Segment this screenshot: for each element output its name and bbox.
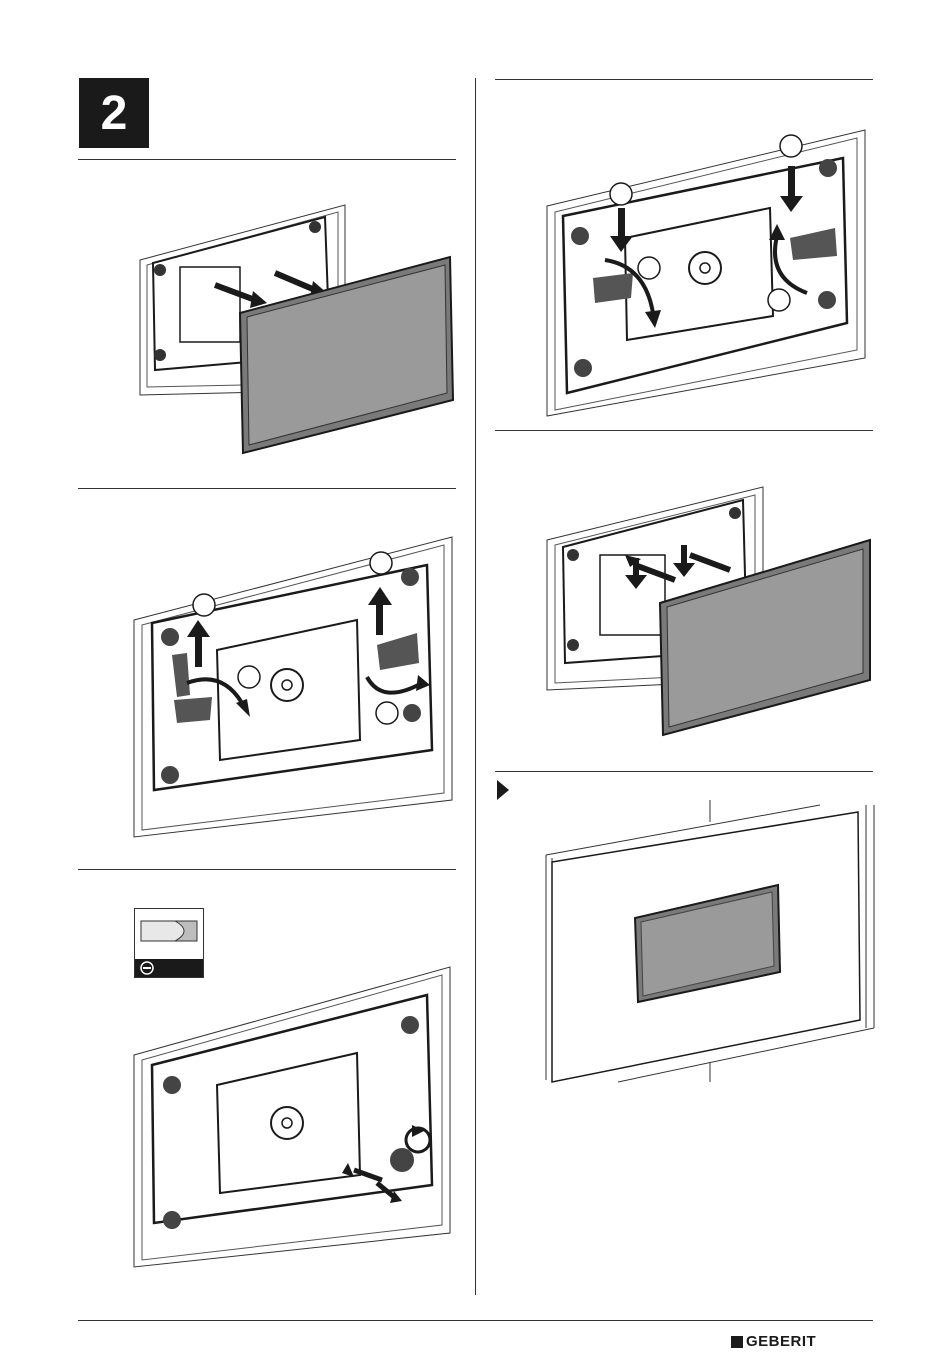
footer-divider — [78, 1320, 873, 1321]
divider — [78, 488, 456, 489]
divider — [495, 771, 873, 772]
figure-lock-clips — [545, 128, 873, 418]
logo-square-icon — [731, 1336, 743, 1348]
divider — [495, 79, 873, 80]
figure-result — [540, 800, 880, 1085]
divider — [78, 869, 456, 870]
step-number: 2 — [101, 86, 128, 141]
step-number-badge: 2 — [79, 78, 149, 148]
divider — [495, 430, 873, 431]
column-divider — [475, 78, 476, 1295]
figure-unlock-clips — [132, 535, 457, 840]
figure-remove-cover — [135, 195, 455, 460]
result-triangle-icon — [497, 780, 511, 800]
geberit-logo: GEBERIT — [731, 1333, 816, 1350]
logo-text: GEBERIT — [746, 1333, 816, 1350]
figure-insert-cover — [545, 485, 873, 755]
divider — [78, 159, 456, 160]
figure-adjust-screw — [132, 965, 457, 1270]
